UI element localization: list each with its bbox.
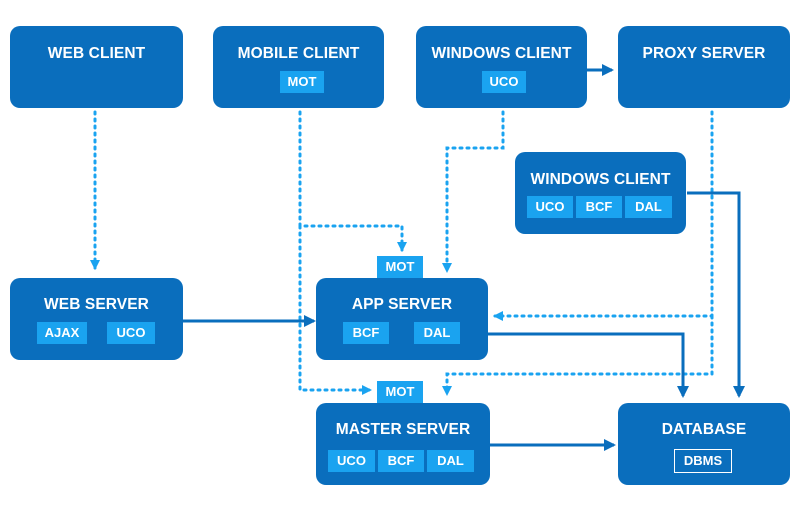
web-server-title: WEB SERVER (44, 296, 149, 313)
web-client-node: WEB CLIENT (10, 26, 183, 108)
mobile-client-title: MOBILE CLIENT (237, 45, 360, 62)
windows-client-mid-tag-uco: UCO (527, 196, 573, 218)
connector-mobile-masterserver (298, 224, 372, 395)
web-client-title: WEB CLIENT (47, 45, 146, 62)
master-server-tag-dal: DAL (427, 450, 474, 472)
database-title: DATABASE (661, 421, 747, 438)
connector-appserver-database (488, 332, 689, 398)
app-server-tag-mot: MOT (377, 256, 423, 278)
windows-client-top-node: WINDOWS CLIENT UCO (416, 26, 587, 108)
app-server-tag-dal: DAL (414, 322, 460, 344)
windows-client-mid-title: WINDOWS CLIENT (530, 171, 671, 188)
master-server-node: MASTER SERVER UCO BCF DAL (316, 403, 490, 485)
app-server-node: APP SERVER BCF DAL (316, 278, 488, 360)
connector-winclientmid-database (687, 191, 745, 398)
database-tag-dbms: DBMS (674, 449, 732, 473)
connector-winclient-appserver (442, 110, 505, 273)
web-server-tag-ajax: AJAX (37, 322, 87, 344)
master-server-tag-mot: MOT (377, 381, 423, 403)
web-server-tag-uco: UCO (107, 322, 155, 344)
connector-mobile-appserver (298, 110, 407, 252)
master-server-tag-uco: UCO (328, 450, 375, 472)
mobile-client-node: MOBILE CLIENT MOT (213, 26, 384, 108)
master-server-title: MASTER SERVER (335, 421, 471, 438)
proxy-server-title: PROXY SERVER (642, 45, 766, 62)
windows-client-mid-tag-bcf: BCF (576, 196, 622, 218)
web-server-node: WEB SERVER AJAX UCO (10, 278, 183, 360)
windows-client-mid-tag-dal: DAL (625, 196, 672, 218)
master-server-tag-bcf: BCF (378, 450, 424, 472)
app-server-tag-bcf: BCF (343, 322, 389, 344)
windows-client-mid-node: WINDOWS CLIENT UCO BCF DAL (515, 152, 686, 234)
connector-proxy-masterserver (442, 314, 714, 396)
proxy-server-node: PROXY SERVER (618, 26, 790, 108)
database-node: DATABASE DBMS (618, 403, 790, 485)
app-server-title: APP SERVER (351, 296, 453, 313)
windows-client-top-title: WINDOWS CLIENT (431, 45, 572, 62)
mobile-client-tag-mot: MOT (280, 71, 324, 93)
windows-client-top-tag-uco: UCO (482, 71, 526, 93)
